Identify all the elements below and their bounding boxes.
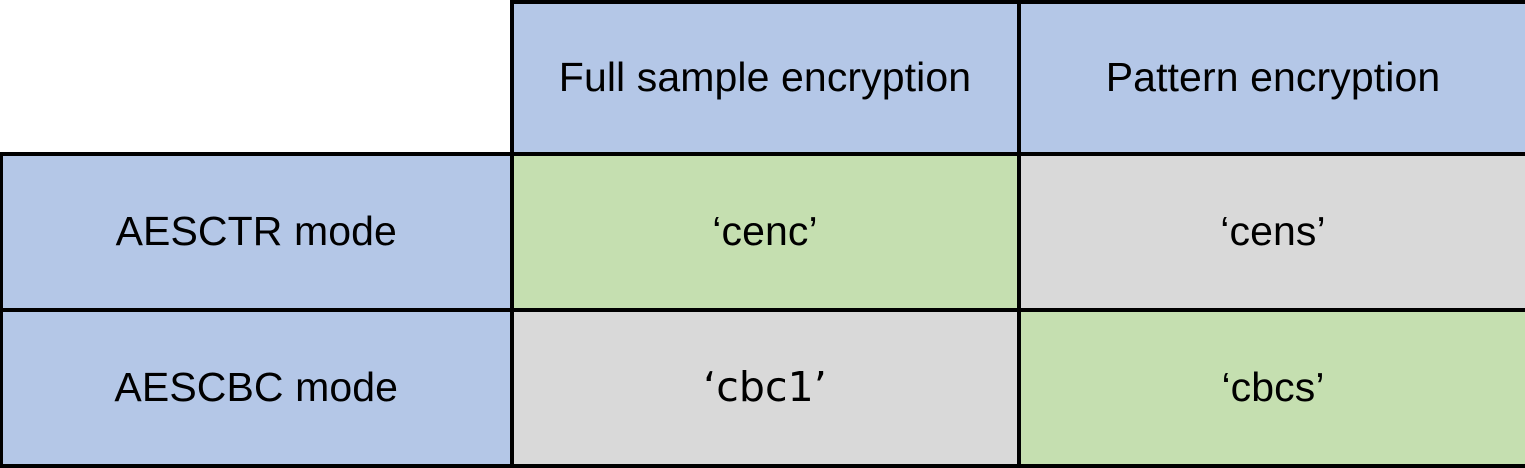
table-row: AESCBC mode ‘cbc1’ ‘cbcs’	[2, 310, 1525, 466]
scheme-code-cbcs: ‘cbcs’	[1221, 364, 1324, 410]
scheme-code-cenc: ‘cenc’	[712, 208, 817, 254]
table-header-row: Full sample encryption Pattern encryptio…	[2, 2, 1525, 154]
cell-aescbc-pattern: ‘cbcs’	[1019, 310, 1525, 466]
cell-aesctr-pattern: ‘cens’	[1019, 154, 1525, 310]
scheme-code-cens: ‘cens’	[1220, 208, 1325, 254]
cell-aescbc-full-sample: ‘cbc1’	[512, 310, 1019, 466]
cell-aesctr-full-sample: ‘cenc’	[512, 154, 1019, 310]
row-header-aescbc-mode: AESCBC mode	[2, 310, 512, 466]
column-header-pattern-encryption: Pattern encryption	[1019, 2, 1525, 154]
scheme-code-cbc1: ‘cbc1’	[703, 363, 827, 411]
corner-cell	[2, 2, 512, 154]
table-row: AESCTR mode ‘cenc’ ‘cens’	[2, 154, 1525, 310]
row-header-aesctr-mode: AESCTR mode	[2, 154, 512, 310]
column-header-full-sample-encryption: Full sample encryption	[512, 2, 1019, 154]
